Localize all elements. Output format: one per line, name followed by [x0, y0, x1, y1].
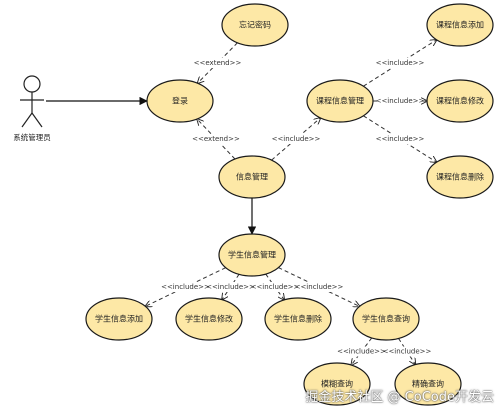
use-case-label: 精确查询: [412, 379, 444, 389]
use-case-ellipse: [426, 79, 494, 123]
edge-label: <<include>>: [383, 348, 432, 356]
actor-label: 系统管理员: [13, 132, 51, 142]
edge-label-background: [195, 134, 237, 144]
use-case-info: 信息管理: [218, 155, 286, 199]
use-case-label: 忘记密码: [239, 20, 271, 30]
edge-label-background: [298, 282, 340, 292]
use-case-label: 学生信息修改: [185, 314, 233, 324]
use-case-course: 课程信息管理: [306, 79, 374, 123]
edge-label-background: [164, 282, 207, 292]
edge-label: <<extend>>: [194, 59, 242, 67]
use-case-label: 学生信息查询: [362, 314, 410, 324]
use-case-student: 学生信息管理: [218, 233, 286, 277]
edge-label-background: [196, 58, 239, 68]
use-case-fuzzy: 模糊查询: [303, 362, 371, 406]
use-case-ellipse: [426, 155, 494, 199]
use-case-exact: 精确查询: [394, 362, 462, 406]
use-case-ellipse: [426, 3, 494, 47]
use-case-ellipse: [221, 3, 289, 47]
edge-label-background: [379, 58, 421, 68]
use-case-label: 信息管理: [236, 172, 268, 182]
extend-edge-info-login: [197, 119, 236, 160]
use-case-label: 登录: [172, 96, 188, 106]
use-case-ellipse: [394, 362, 462, 406]
relationship-edges: <<extend>><<extend>><<include>><<include…: [46, 40, 437, 365]
use-case-ellipse: [175, 297, 243, 341]
use-case-label: 课程信息添加: [436, 20, 484, 30]
use-case-ellipse: [306, 79, 374, 123]
edge-label: <<include>>: [161, 283, 210, 291]
use-case-ellipse: [264, 297, 332, 341]
edge-label-background: [379, 134, 421, 144]
use-case-ellipse: [352, 297, 420, 341]
edge-label: <<include>>: [337, 348, 386, 356]
edge-label: <<include>>: [251, 283, 300, 291]
actor-figure: [20, 75, 44, 128]
edge-label: <<include>>: [206, 283, 255, 291]
use-case-course_edit: 课程信息修改: [426, 79, 494, 123]
use-case-course_add: 课程信息添加: [426, 3, 494, 47]
use-case-stu_query: 学生信息查询: [352, 297, 420, 341]
use-case-stu_del: 学生信息删除: [264, 297, 332, 341]
edge-label-background: [379, 96, 421, 106]
use-case-course_del: 课程信息删除: [426, 155, 494, 199]
use-case-label: 课程信息修改: [436, 96, 484, 106]
edge-label-background: [254, 282, 296, 292]
include-edge-info-course: [271, 118, 321, 161]
use-case-login: 登录: [146, 79, 214, 123]
use-case-label: 学生信息管理: [228, 250, 276, 260]
edge-label: <<extend>>: [192, 135, 240, 143]
use-case-ellipse: [146, 79, 214, 123]
use-case-ellipse: [85, 297, 153, 341]
use-case-label: 课程信息管理: [316, 96, 364, 106]
edge-label: <<include>>: [295, 283, 344, 291]
edge-label-background: [340, 346, 383, 357]
use-case-ellipse: [218, 233, 286, 277]
use-case-ellipse: [303, 362, 371, 406]
edge-label: <<include>>: [376, 97, 425, 105]
watermark: 掘金技术社区 @ CoCode开发云: [305, 390, 494, 405]
use-case-stu_add: 学生信息添加: [85, 297, 153, 341]
edge-label-background: [386, 346, 428, 357]
use-case-label: 课程信息删除: [436, 172, 484, 182]
edge-label-background: [209, 282, 252, 292]
use-case-forgot: 忘记密码: [221, 3, 289, 47]
edge-label: <<include>>: [272, 135, 321, 143]
use-case-label: 学生信息添加: [95, 314, 143, 324]
use-case-stu_edit: 学生信息修改: [175, 297, 243, 341]
use-case-label: 学生信息删除: [274, 314, 322, 324]
edge-label: <<include>>: [376, 59, 425, 67]
use-case-ellipse: [218, 155, 286, 199]
use-case-label: 模糊查询: [321, 379, 353, 389]
edge-label: <<include>>: [376, 135, 425, 143]
edge-label-background: [275, 134, 317, 144]
